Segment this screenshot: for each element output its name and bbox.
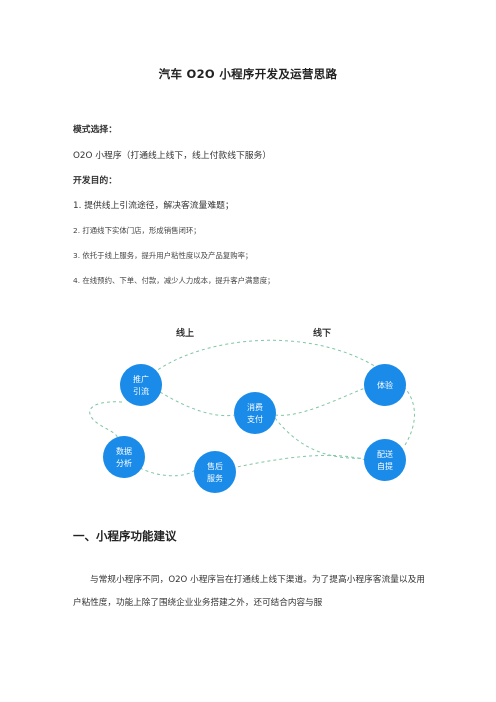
node-aftersales-line2: 服务 <box>207 473 223 483</box>
node-promote-line2: 引流 <box>133 386 149 396</box>
connector-lines <box>89 339 415 477</box>
goal-label: 开发目的： <box>73 176 117 186</box>
node-consume-line1: 消费 <box>247 402 263 412</box>
node-data-line2: 分析 <box>116 458 132 468</box>
node-delivery-line2: 自提 <box>377 461 393 471</box>
node-delivery: 配送 自提 <box>364 439 406 481</box>
mode-value: O2O 小程序（打通线上线下，线上付款线下服务） <box>73 151 272 161</box>
node-consume: 消费 支付 <box>234 392 276 434</box>
connector-promote-data <box>89 401 123 441</box>
node-aftersales: 售后 服务 <box>194 451 236 493</box>
o2o-cycle-diagram: 线上 线下 推广 引流 消费 支付 体验 数据 分析 售后 服务 配送 自提 <box>89 327 415 493</box>
page-title: 汽车 O2O 小程序开发及运营思路 <box>158 67 338 81</box>
node-aftersales-line1: 售后 <box>207 461 223 471</box>
goal-item-3: 3. 依托于线上服务，提升用户粘性度以及产品复购率； <box>73 251 253 260</box>
node-delivery-line1: 配送 <box>377 449 393 459</box>
connector-data-aftersales <box>139 467 196 477</box>
paragraph-line-1: 与常规小程序不同，O2O 小程序旨在打通线上线下渠道。为了提高小程序 <box>90 575 373 585</box>
node-promote-line1: 推广 <box>133 374 149 384</box>
node-consume-line2: 支付 <box>247 414 263 424</box>
node-data-line1: 数据 <box>116 446 132 456</box>
mode-label: 模式选择： <box>73 125 117 135</box>
connector-promote-experience <box>139 339 379 386</box>
online-label: 线上 <box>176 327 194 339</box>
node-data: 数据 分析 <box>103 436 145 478</box>
connector-delivery-experience <box>404 387 415 446</box>
paragraph-line-2: 客流量以及用户粘性度，功能上除了围绕企业业务搭建之外，还可结合内容与服 <box>73 575 425 608</box>
connector-aftersales-delivery <box>231 454 367 469</box>
goal-item-2: 2. 打通线下实体门店，形成销售闭环； <box>73 226 201 235</box>
section-heading: 一、小程序功能建议 <box>73 529 177 543</box>
connector-consume-experience <box>274 387 366 416</box>
node-promote: 推广 引流 <box>120 364 162 406</box>
goal-item-4: 4. 在线预约、下单、付款，减少人力成本，提升客户满意度； <box>73 276 275 285</box>
offline-label: 线下 <box>313 327 331 339</box>
body-paragraph: 与常规小程序不同，O2O 小程序旨在打通线上线下渠道。为了提高小程序客流量以及用… <box>73 569 425 615</box>
node-experience: 体验 <box>364 364 406 406</box>
goal-item-1: 1. 提供线上引流途径，解决客流量难题； <box>73 201 234 211</box>
node-experience-line1: 体验 <box>377 380 393 390</box>
connector-promote-consume <box>159 391 236 417</box>
connector-consume-delivery <box>274 417 367 459</box>
